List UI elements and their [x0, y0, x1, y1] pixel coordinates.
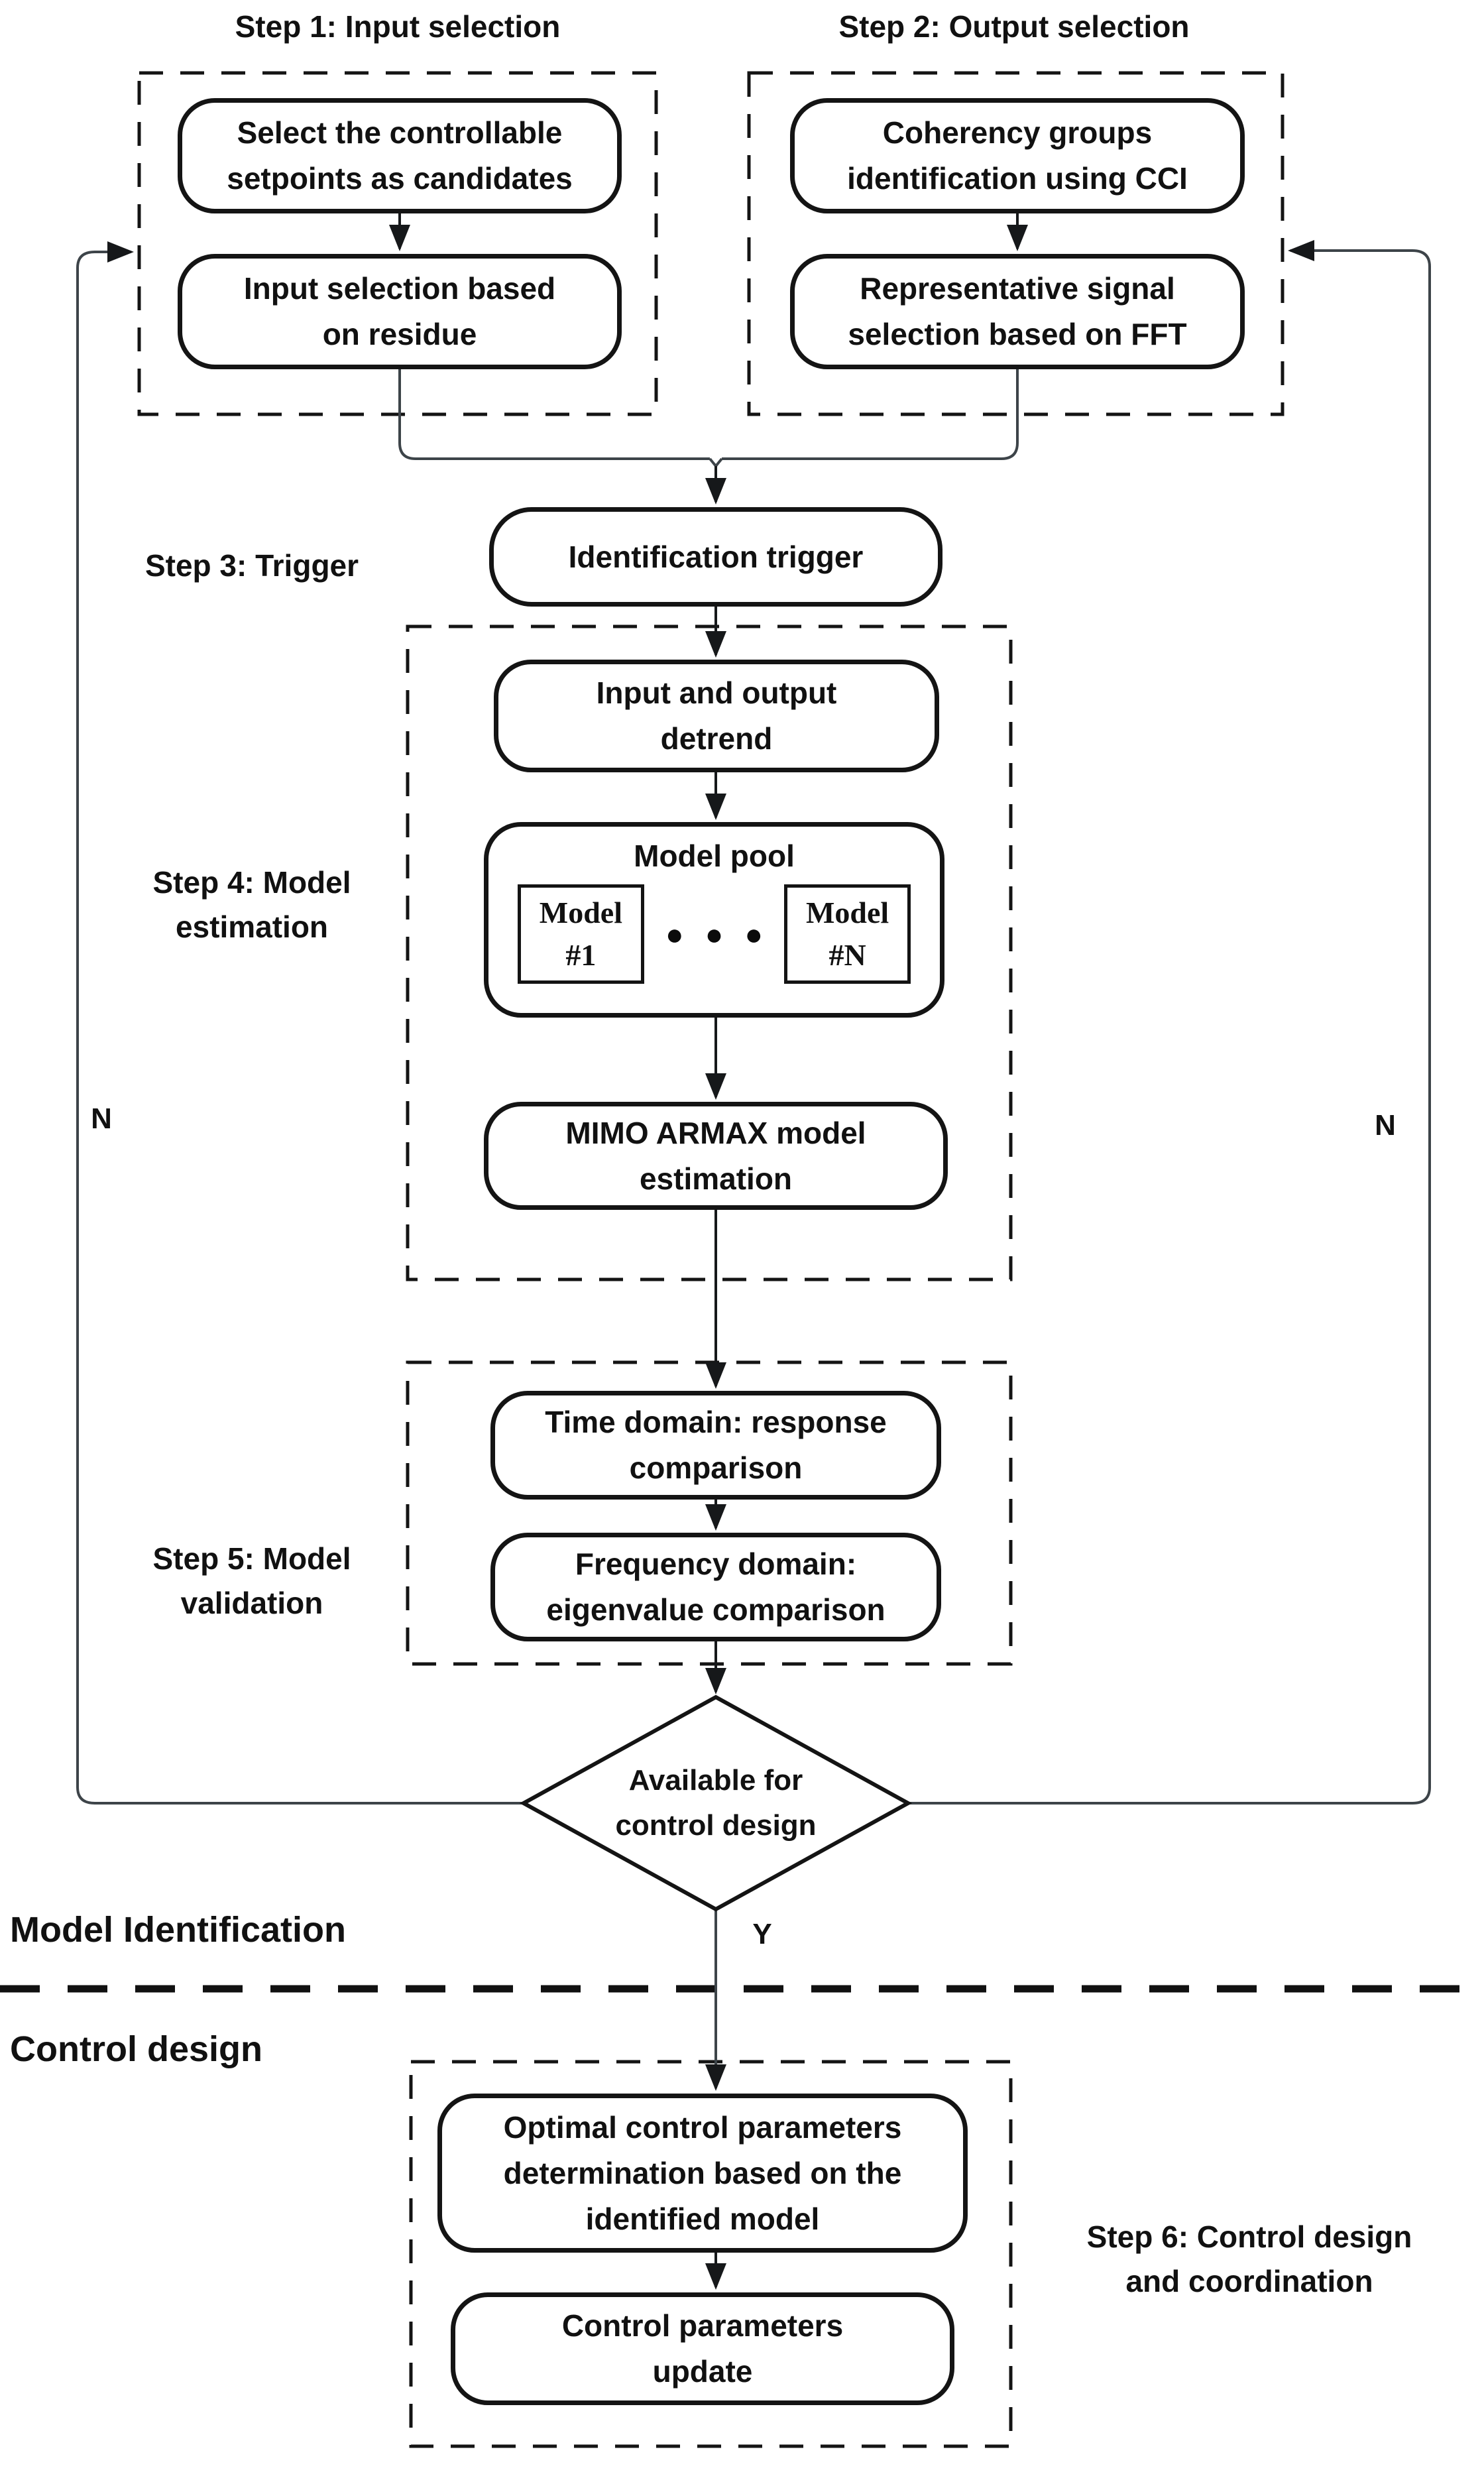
step1-group-box — [137, 71, 658, 416]
feedback-left-line — [76, 241, 524, 1805]
no-branch-label-right: N — [1375, 1109, 1396, 1142]
merge-notch — [709, 457, 723, 469]
model-identification-section-label: Model Identification — [10, 1909, 346, 1950]
step3-label: Step 3: Trigger — [144, 548, 359, 583]
decision-diamond — [519, 1694, 913, 1912]
control-design-section-label: Control design — [10, 2029, 262, 2069]
merge-right-line — [722, 369, 1019, 460]
feedback-right-line — [908, 240, 1431, 1805]
model-pool-title: Model pool — [634, 839, 795, 873]
model-1-box: Model#1 — [518, 884, 644, 984]
yes-branch-label: Y — [752, 1918, 772, 1951]
model-pool-row: Model#1 ●●● Model#N — [488, 879, 940, 984]
frequency-domain-box: Frequency domain:eigenvalue comparison — [490, 1533, 941, 1641]
merge-left-line — [398, 369, 710, 460]
ellipsis-dots: ●●● — [665, 916, 785, 951]
step4-group-box — [406, 624, 1013, 1281]
step2-group-box — [747, 71, 1284, 416]
model-pool-box: Model pool Model#1 ●●● Model#N — [484, 822, 944, 1018]
step6-group-box — [409, 2060, 1013, 2448]
step1-title: Step 1: Input selection — [235, 9, 561, 44]
step2-title: Step 2: Output selection — [838, 9, 1190, 44]
identification-trigger-box: Identification trigger — [489, 507, 942, 607]
model-n-box: Model#N — [784, 884, 911, 984]
no-branch-label-left: N — [91, 1102, 112, 1136]
